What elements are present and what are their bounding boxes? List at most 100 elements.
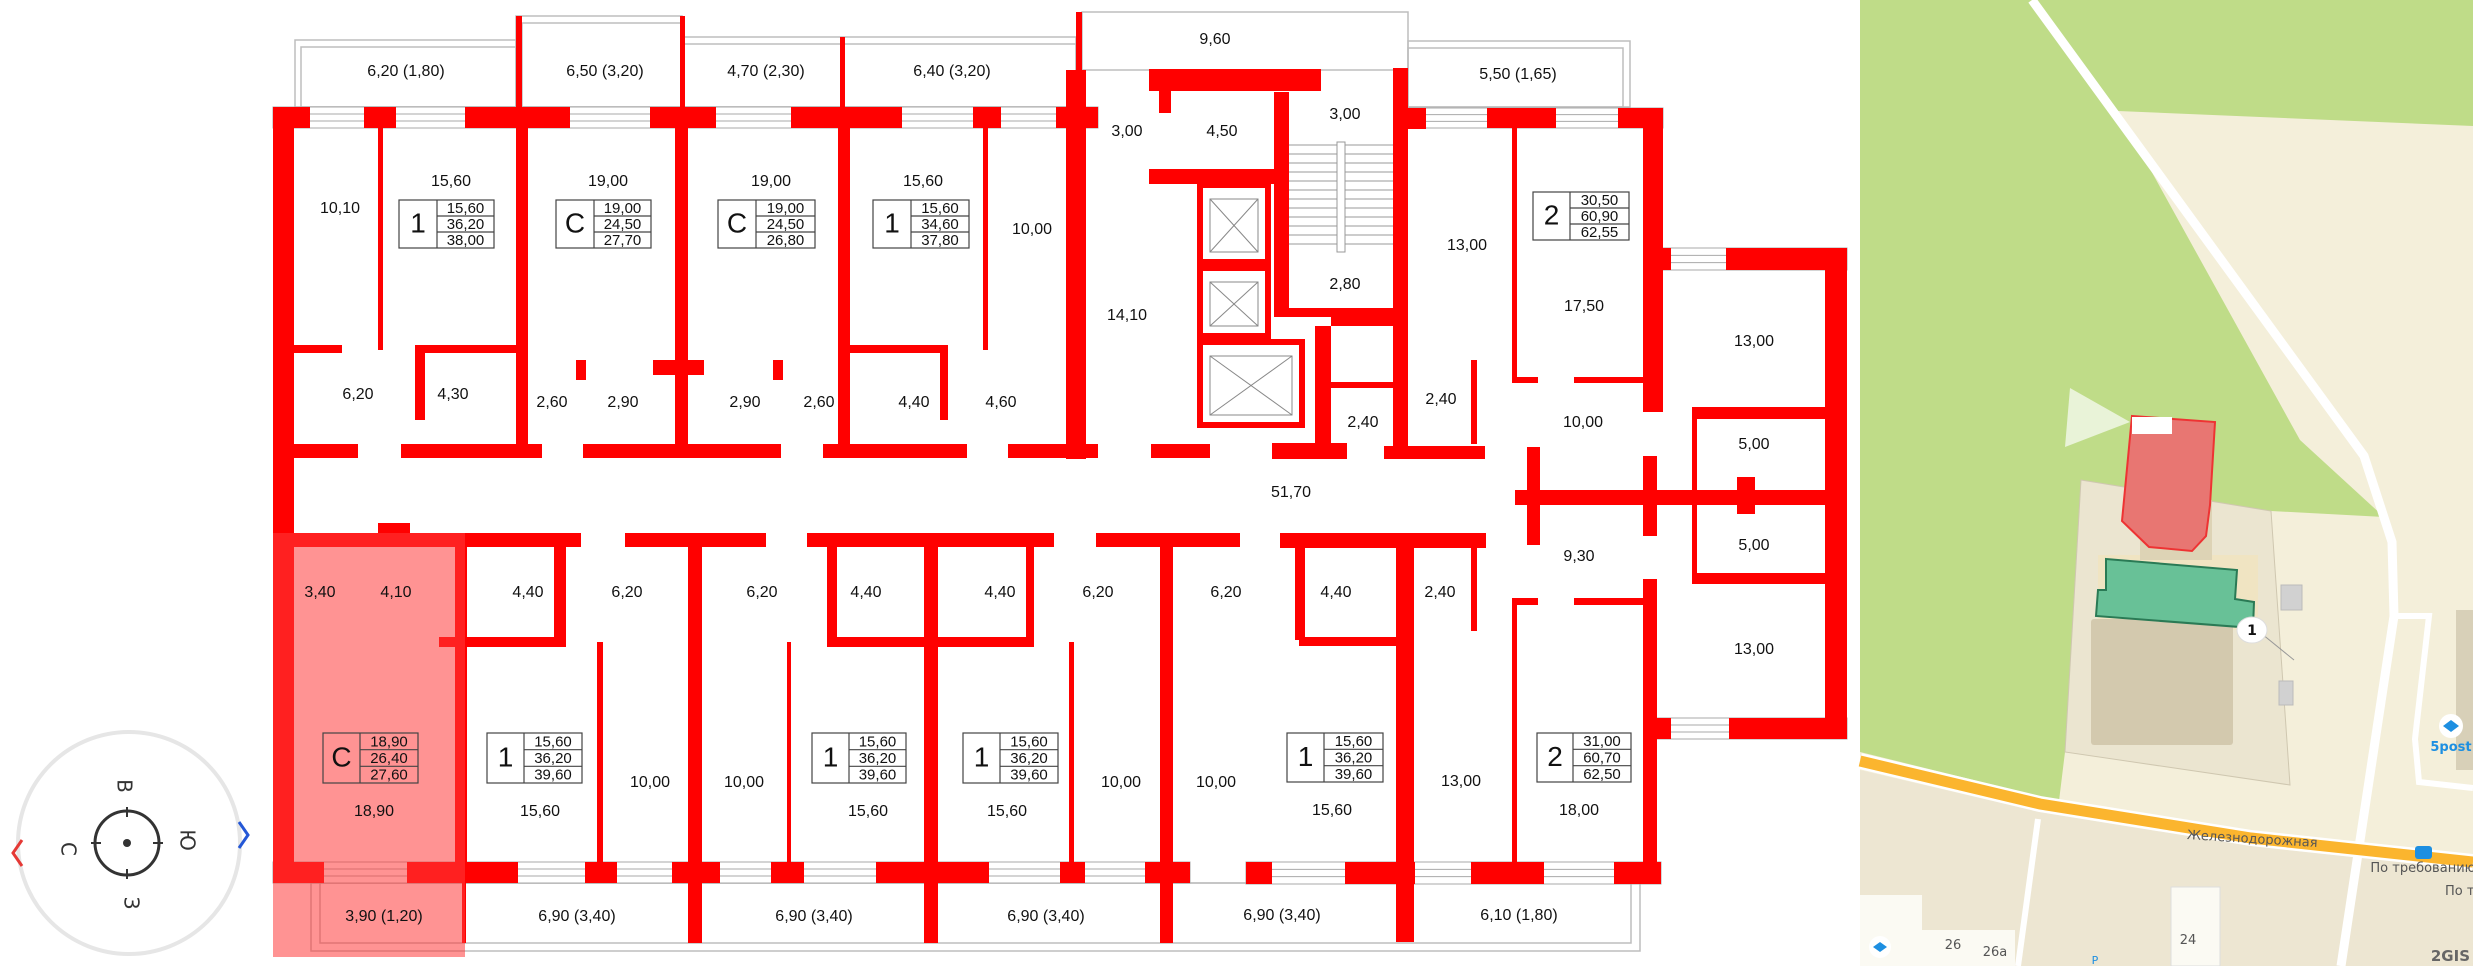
wall (973, 107, 1001, 128)
room-area-label: 3,00 (1111, 123, 1142, 140)
room-area-label: 3,40 (304, 584, 335, 601)
balcony-outline (310, 882, 1641, 952)
wall (439, 637, 558, 647)
poi-label[interactable]: 5post (2430, 740, 2471, 755)
room-area-label: 5,00 (1738, 537, 1769, 554)
wall (1069, 642, 1074, 863)
balcony-outline (515, 15, 683, 108)
chevron-right-icon[interactable] (237, 821, 250, 849)
elevator-car (1209, 198, 1259, 253)
room-area-label: 10,00 (630, 774, 670, 791)
wall (516, 128, 528, 445)
room-area-label: 51,70 (1271, 484, 1311, 501)
balcony-outline (319, 882, 1632, 944)
apartment-area-value: 39,60 (859, 767, 897, 784)
wall (273, 107, 310, 128)
room-area-label: 2,40 (1425, 391, 1456, 408)
apartment-tag-frame (1532, 191, 1630, 241)
wall (1145, 862, 1190, 883)
compass-label-bottom: З (120, 897, 144, 910)
balcony-outline (1081, 11, 1409, 71)
building-green[interactable] (2094, 557, 2256, 630)
wall (465, 107, 570, 128)
apartment-area-value: 15,60 (859, 733, 897, 750)
main-road[interactable] (1858, 755, 2473, 868)
selected-building[interactable] (2120, 414, 2217, 553)
compass-label-left: С (57, 842, 81, 856)
wall (1331, 314, 1393, 326)
apartment-area-value: 31,00 (1583, 733, 1621, 750)
wall (831, 637, 1028, 647)
room-area-label: 6,20 (611, 584, 642, 601)
poi-icon[interactable] (2443, 720, 2459, 732)
apartment-tag-frame (962, 732, 1059, 784)
compass-label-top: В (113, 779, 137, 793)
compass[interactable]: В С Ю З (11, 730, 250, 956)
apartment-tag-frame (398, 199, 495, 249)
apartment-area-value: 39,60 (1010, 767, 1048, 784)
room-area-label: 2,80 (1329, 276, 1360, 293)
balconies (294, 11, 1641, 952)
apartment-area-value: 62,55 (1581, 224, 1619, 241)
apartment-area-value: 36,20 (1335, 749, 1373, 766)
wall (1471, 862, 1544, 884)
wall (1066, 70, 1086, 459)
balcony-area-label: 6,10 (1,80) (1480, 907, 1557, 924)
apartment-area-value: 30,50 (1581, 192, 1619, 209)
apartment-tag-frame (1536, 732, 1632, 783)
wall (273, 444, 358, 458)
chevron-left-icon[interactable] (11, 839, 24, 867)
apartment-tag-frame (322, 732, 419, 784)
apartment-area-value: 39,60 (534, 767, 572, 784)
bus-stop-icon[interactable] (2415, 846, 2432, 859)
wall (1692, 573, 1825, 584)
wall (1657, 718, 1671, 739)
apartment-area-value: 24,50 (767, 216, 805, 233)
apartment-area-value: 15,60 (1335, 733, 1373, 750)
room-area-label: 15,60 (903, 173, 943, 190)
location-icon[interactable] (1873, 942, 1887, 952)
wall (787, 642, 791, 863)
bus-stop-label[interactable]: По требованию (2370, 861, 2473, 876)
apartment-area-value: 36,20 (534, 750, 572, 767)
balcony-area-label: 6,40 (3,20) (913, 63, 990, 80)
wall (401, 444, 542, 458)
balcony-area-label: 6,90 (3,40) (538, 908, 615, 925)
room-area-labels: 6,20 (1,80)6,50 (3,20)4,70 (2,30)6,40 (3… (304, 31, 1774, 925)
wall (1512, 128, 1517, 382)
bus-stop-label-2[interactable]: По тр (2445, 884, 2473, 899)
wall (983, 128, 988, 350)
wall (1149, 69, 1321, 91)
apartment-area-value: 19,00 (767, 200, 805, 217)
apartment-area-value: 60,90 (1581, 208, 1619, 225)
wall (1643, 108, 1663, 412)
balcony-area-label: 6,20 (1,80) (367, 63, 444, 80)
wall (1295, 548, 1305, 640)
room-area-label: 2,40 (1347, 414, 1378, 431)
elevator-cross-icon (1209, 198, 1259, 253)
balcony-area-label: 5,50 (1,65) (1479, 66, 1556, 83)
entrance-marker[interactable] (2236, 616, 2268, 644)
selected-apartment-highlight[interactable] (273, 533, 465, 957)
apartment-type: 1 (410, 207, 426, 238)
wall (1398, 884, 1406, 942)
shed-icon (2278, 680, 2294, 706)
house-number: 26а (1983, 945, 2008, 960)
elevator-car (1209, 355, 1293, 416)
wall (576, 360, 586, 380)
wall (1160, 547, 1173, 943)
wall (771, 862, 804, 883)
apartment-area-value: 26,40 (370, 750, 408, 767)
